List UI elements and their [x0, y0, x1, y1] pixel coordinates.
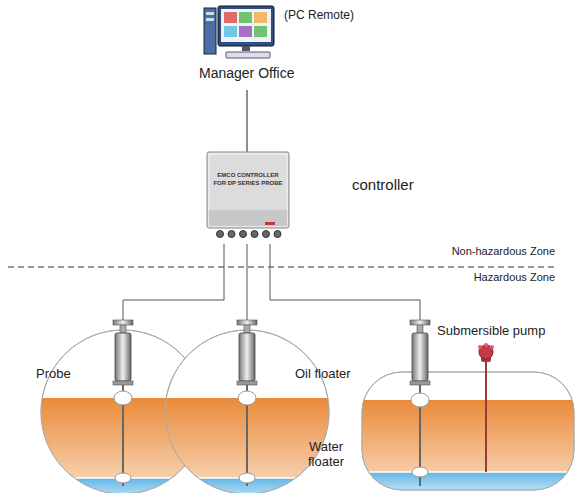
part-label: Water floater: [296, 440, 356, 470]
node-note: (PC Remote): [284, 8, 354, 22]
panel-print: EMCO CONTROLLER FOR DP SERIES PROBE: [213, 172, 283, 187]
pc-remote: (PC Remote)Manager Office: [196, 2, 298, 88]
probes: [113, 320, 430, 486]
controller-housing: [205, 150, 291, 242]
tank: [360, 372, 580, 493]
part-label: Oil floater: [295, 366, 351, 381]
part-label: Submersible pump: [437, 323, 545, 338]
zone-label: Non-hazardous Zone: [452, 245, 555, 257]
network-link: [246, 90, 247, 152]
submersible-pump: [478, 343, 494, 472]
probe-wires: [123, 244, 420, 322]
node-title: Manager Office: [199, 65, 294, 81]
controller-box: EMCO CONTROLLER FOR DP SERIES PROBEcontr…: [205, 150, 291, 242]
zone-line: [8, 267, 555, 268]
node-caption: controller: [352, 176, 414, 193]
zone-label: Hazardous Zone: [474, 271, 555, 283]
part-label: Probe: [36, 366, 71, 381]
